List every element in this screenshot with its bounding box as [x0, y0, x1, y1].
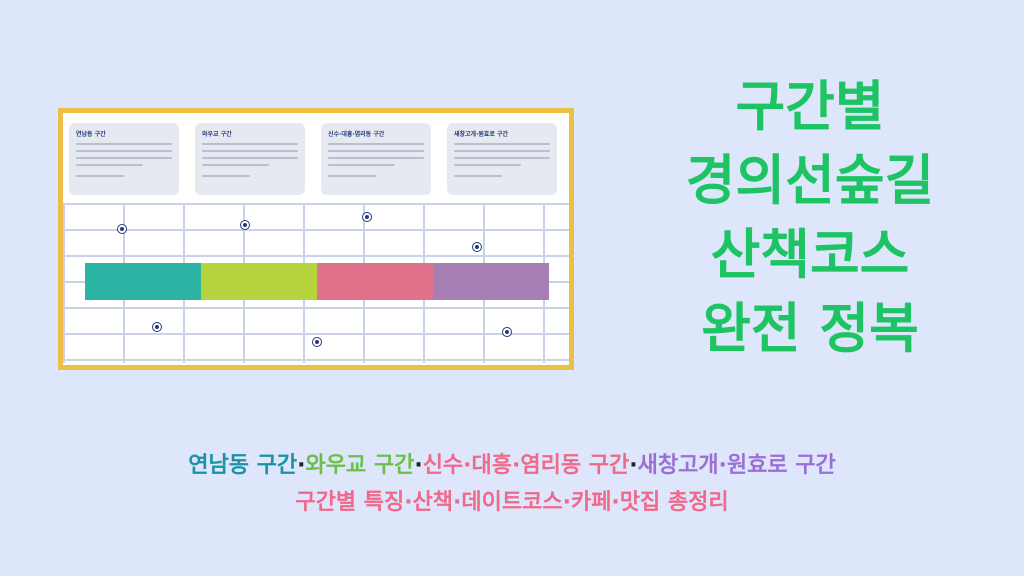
section-card-title: 와우교 구간: [202, 131, 232, 138]
map-pin-icon: [313, 338, 321, 346]
subtitle-sections: 연남동 구간·와우교 구간·신수·대흥·염리동 구간·새창고개·원효로 구간: [0, 447, 1024, 479]
subtitle-summary: 구간별 특징·산책·데이트코스·카페·맛집 총정리: [295, 490, 729, 515]
title-line: 경의선숲길: [685, 149, 935, 212]
section-info-card: 연남동 구간: [69, 123, 179, 195]
section-strip: [85, 263, 201, 300]
section-info-card: 와우교 구간: [195, 123, 305, 195]
title-line: 완전 정복: [701, 297, 919, 360]
course-map-image: 연남동 구간 와우교 구간 신수·대흥·염리동 구간 새창고개·원효로 구간: [58, 108, 574, 370]
map-pin-icon: [153, 323, 161, 331]
map-pin-icon: [118, 225, 126, 233]
title-line: 구간별: [735, 75, 885, 138]
title-line: 산책코스: [710, 223, 910, 286]
section-strip: [201, 263, 317, 300]
section-card-title: 신수·대흥·염리동 구간: [328, 131, 385, 138]
section-card-title: 새창고개·원효로 구간: [454, 131, 509, 138]
section-strip: [317, 263, 433, 300]
subtitle-part: ·: [629, 453, 638, 478]
section-strip: [433, 263, 549, 300]
map-pin-icon: [503, 328, 511, 336]
subtitle-part: 신수·대흥·염리동 구간: [422, 453, 630, 478]
section-info-card: 신수·대흥·염리동 구간: [321, 123, 431, 195]
subtitle-part: 와우교 구간: [305, 453, 415, 478]
subtitle-part: ·: [297, 453, 306, 478]
map-pin-icon: [473, 243, 481, 251]
subtitle-part: 연남동 구간: [188, 453, 298, 478]
subtitle-part: 새창고개·원효로 구간: [637, 453, 836, 478]
section-card-title: 연남동 구간: [76, 131, 106, 138]
map-pin-icon: [241, 221, 249, 229]
map-pin-icon: [363, 213, 371, 221]
subtitle-part: ·: [414, 453, 423, 478]
section-info-card: 새창고개·원효로 구간: [447, 123, 557, 195]
page-title: 구간별 경의선숲길 산책코스 완전 정복: [610, 70, 1010, 366]
